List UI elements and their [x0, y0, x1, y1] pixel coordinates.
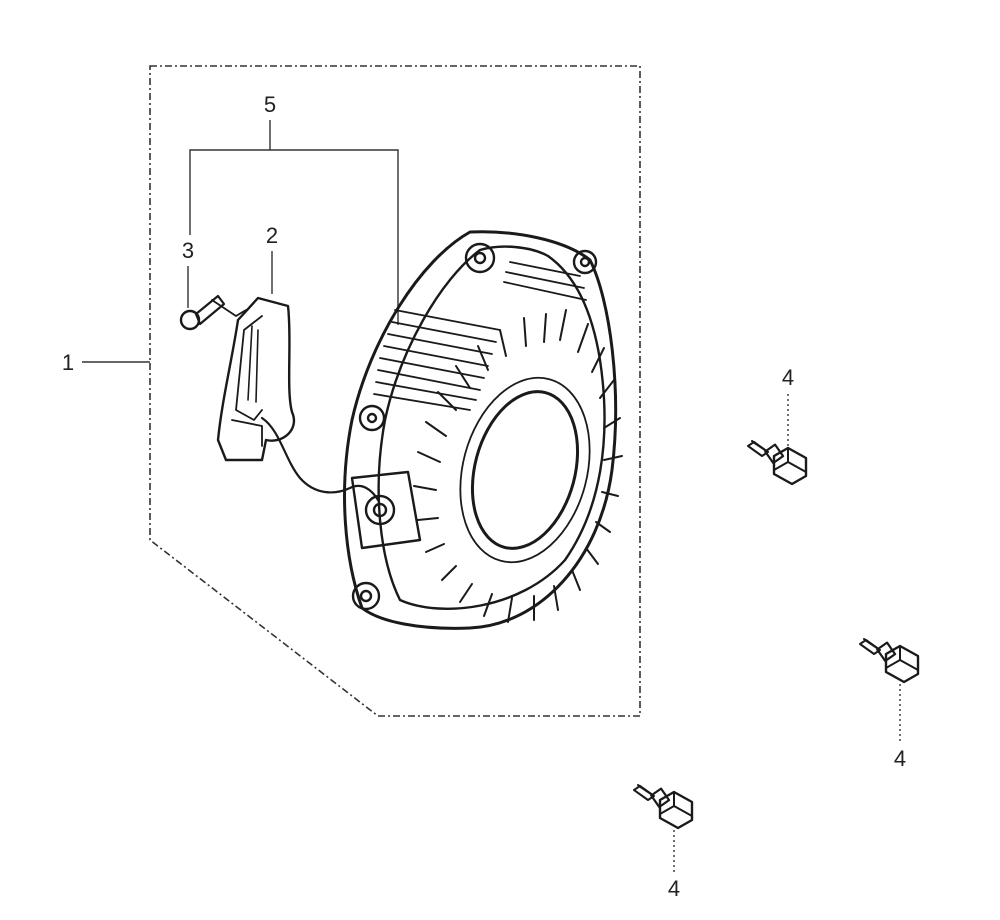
flange-bolt-2: [858, 637, 920, 684]
callout-5: 5: [189, 92, 399, 325]
callout-label-4-a: 4: [782, 365, 794, 390]
vent-slots: [413, 309, 623, 623]
callout-1: 1: [62, 350, 150, 375]
callout-4-b: 4: [894, 684, 906, 771]
mounting-bosses: [351, 242, 598, 611]
assembly-boundary: [149, 65, 641, 717]
callout-label-1: 1: [62, 350, 74, 375]
callout-label-5: 5: [264, 92, 276, 117]
callout-label-2: 2: [266, 223, 278, 248]
callout-4-a: 4: [782, 365, 794, 446]
flange-bolt-1: [746, 439, 808, 486]
callout-3: 3: [182, 238, 194, 308]
callout-label-3: 3: [182, 238, 194, 263]
rope-guide: [350, 470, 422, 550]
callout-4-c: 4: [668, 830, 680, 901]
center-opening: [470, 390, 580, 550]
upper-grille: [373, 261, 587, 411]
callout-2: 2: [266, 223, 278, 294]
callout-label-4-b: 4: [894, 746, 906, 771]
recoil-starter-housing: [343, 230, 623, 630]
starter-grip: [216, 296, 296, 462]
flange-bolt-3: [632, 783, 694, 830]
starter-rope: [260, 416, 380, 502]
rope-fastener: [179, 294, 247, 331]
callout-label-4-c: 4: [668, 876, 680, 901]
bracket-5: [189, 149, 399, 325]
